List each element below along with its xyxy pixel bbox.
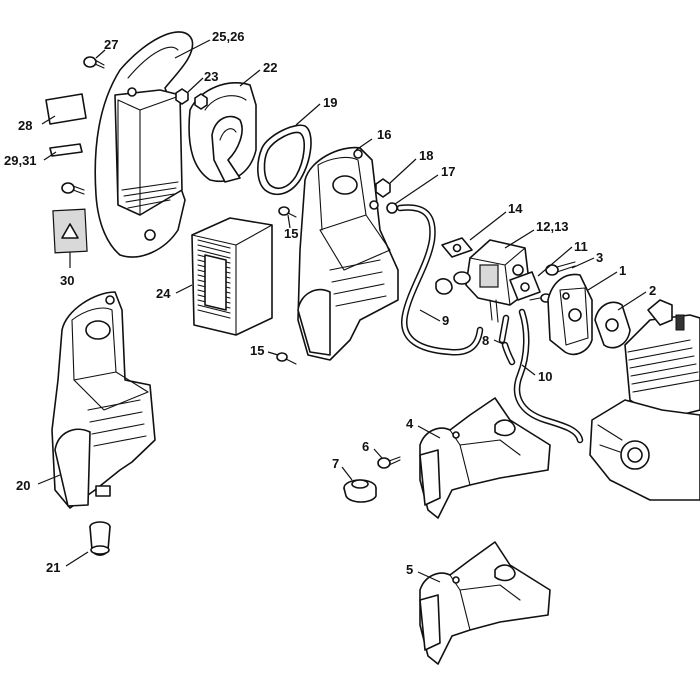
label-9: 9 bbox=[442, 313, 449, 328]
label-30: 30 bbox=[60, 273, 74, 288]
part-29-31-label bbox=[49, 143, 83, 157]
part-24-air-filter bbox=[191, 217, 273, 336]
part-19-gasket bbox=[257, 124, 312, 196]
label-7: 7 bbox=[332, 456, 339, 471]
label-8: 8 bbox=[482, 333, 489, 348]
part-27-screw bbox=[83, 56, 105, 69]
label-15-upper: 15 bbox=[284, 226, 298, 241]
label-22: 22 bbox=[263, 60, 277, 75]
label-15-lower: 15 bbox=[250, 343, 264, 358]
part-10-impulse-hose bbox=[513, 308, 584, 444]
label-3: 3 bbox=[596, 250, 603, 265]
part-9-fuel-hose bbox=[396, 204, 484, 356]
label-21: 21 bbox=[46, 560, 60, 575]
part-14-gasket bbox=[441, 237, 473, 258]
label-24: 24 bbox=[156, 286, 171, 301]
part-22-prefilter-housing bbox=[188, 81, 257, 183]
label-6: 6 bbox=[362, 439, 369, 454]
part-28-label bbox=[45, 93, 87, 125]
label-18: 18 bbox=[419, 148, 433, 163]
cover-screw bbox=[61, 182, 85, 195]
engine-cylinder bbox=[589, 299, 700, 501]
part-5-base-plate bbox=[419, 541, 551, 665]
label-2: 2 bbox=[649, 283, 656, 298]
label-1: 1 bbox=[619, 263, 626, 278]
leader-lines bbox=[37, 39, 647, 583]
label-10: 10 bbox=[538, 369, 552, 384]
label-4: 4 bbox=[406, 416, 414, 431]
label-11: 11 bbox=[574, 239, 588, 254]
label-23: 23 bbox=[204, 69, 218, 84]
part-11-gasket bbox=[509, 271, 541, 301]
part-7-primer-bulb bbox=[343, 479, 377, 503]
part-15-screw-upper bbox=[278, 206, 297, 218]
part-4-base-plate bbox=[419, 397, 551, 519]
part-25-26-filter-cover bbox=[94, 31, 194, 258]
part-20-carb-box bbox=[51, 291, 156, 509]
part-30-warning-label bbox=[52, 208, 88, 254]
label-27: 27 bbox=[104, 37, 118, 52]
label-20: 20 bbox=[16, 478, 30, 493]
label-5: 5 bbox=[406, 562, 413, 577]
label-29-31: 29,31 bbox=[4, 153, 37, 168]
label-28: 28 bbox=[18, 118, 32, 133]
label-25-26: 25,26 bbox=[212, 29, 245, 44]
part-15-screw-lower bbox=[276, 352, 297, 365]
part-number-labels: 25,26 27 23 22 19 28 16 29,31 18 17 14 1… bbox=[4, 29, 656, 577]
part-21-primer-bulb bbox=[89, 521, 111, 557]
part-8-hose bbox=[498, 314, 516, 366]
part-23-nut bbox=[175, 88, 208, 110]
part-17-fitting bbox=[369, 200, 398, 214]
part-6-screw bbox=[377, 456, 401, 469]
label-17: 17 bbox=[441, 164, 455, 179]
part-1-intake-manifold bbox=[547, 273, 593, 356]
part-18-nut bbox=[375, 178, 391, 198]
label-16: 16 bbox=[377, 127, 391, 142]
label-19: 19 bbox=[323, 95, 337, 110]
part-2-gasket bbox=[594, 301, 631, 349]
label-14: 14 bbox=[508, 201, 523, 216]
label-12-13: 12,13 bbox=[536, 219, 569, 234]
